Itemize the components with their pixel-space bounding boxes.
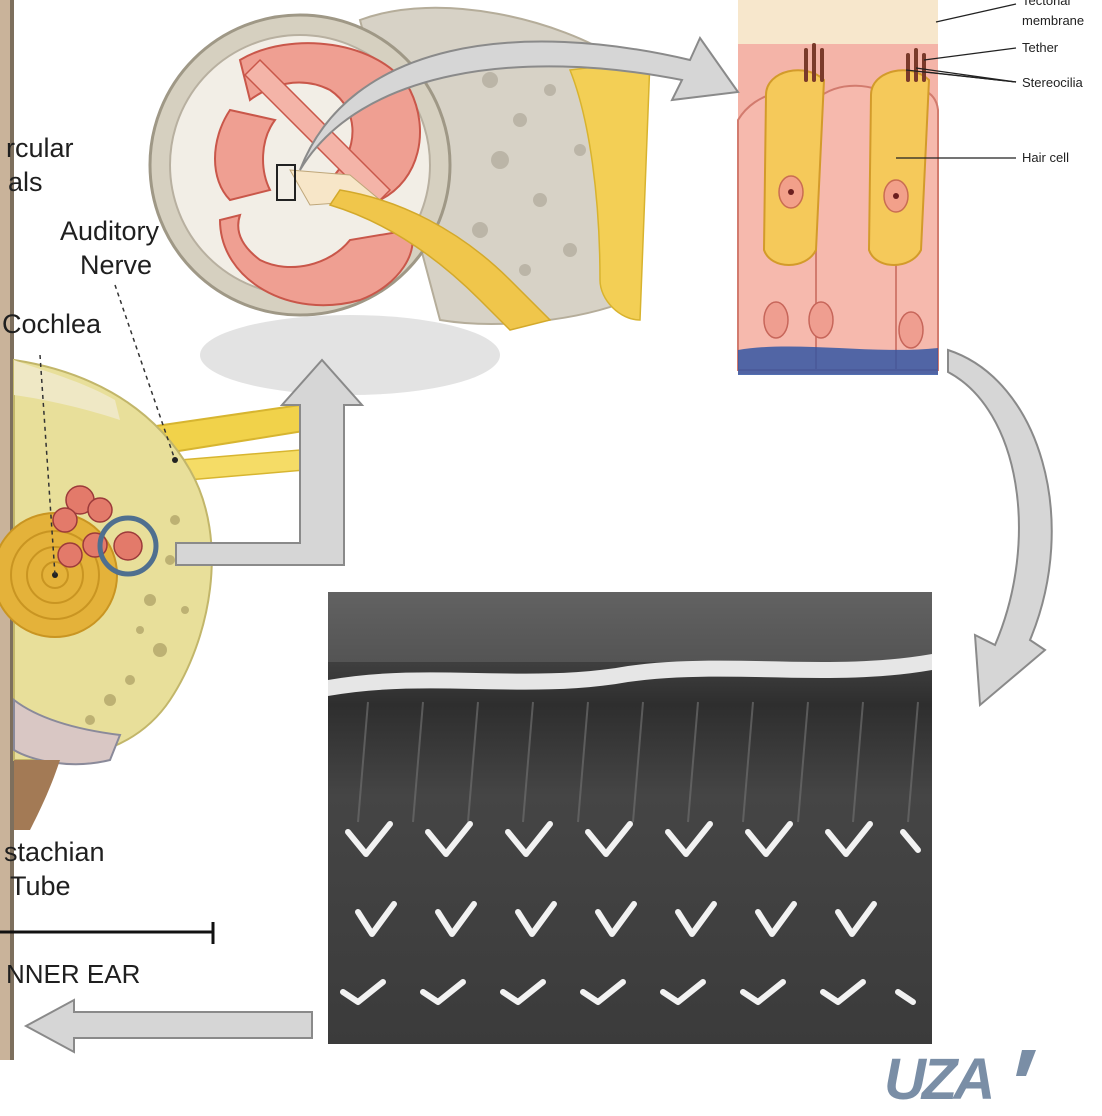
eustachian-tube-label-line1: stachian (4, 836, 105, 868)
hair-cell-label: Hair cell (1022, 150, 1069, 165)
sem-micrograph-drawing (328, 592, 932, 1044)
auditory-nerve-label-line2: Nerve (80, 249, 152, 281)
semicircular-canals-label-line2: als (8, 166, 43, 198)
inner-ear-label: NNER EAR (6, 958, 140, 990)
tectorial-membrane-label-line1: Tectorial (1022, 0, 1070, 8)
arrow-curved-right (948, 350, 1052, 705)
tectorial-membrane-label-line2: membrane (1022, 13, 1084, 28)
sem-micrograph (328, 592, 932, 1044)
uza-logo: UZA (884, 1048, 1044, 1112)
stereocilia-label: Stereocilia (1022, 75, 1083, 90)
uza-logo-accent (1012, 1050, 1042, 1080)
hair-cell-illustration: Tectorial membrane Tether Stereocilia Ha… (736, 0, 1102, 400)
auditory-nerve-label-line1: Auditory (60, 215, 159, 247)
hair-cell-drawing (736, 0, 1102, 400)
eustachian-tube-label-line2: Tube (10, 870, 71, 902)
semicircular-canals-label-line1: rcular (6, 132, 74, 164)
tether-label: Tether (1022, 40, 1058, 55)
cochlea-cross-section-drawing (180, 0, 660, 400)
cochlea-cross-section (180, 0, 660, 400)
cochlea-label: Cochlea (2, 308, 101, 340)
